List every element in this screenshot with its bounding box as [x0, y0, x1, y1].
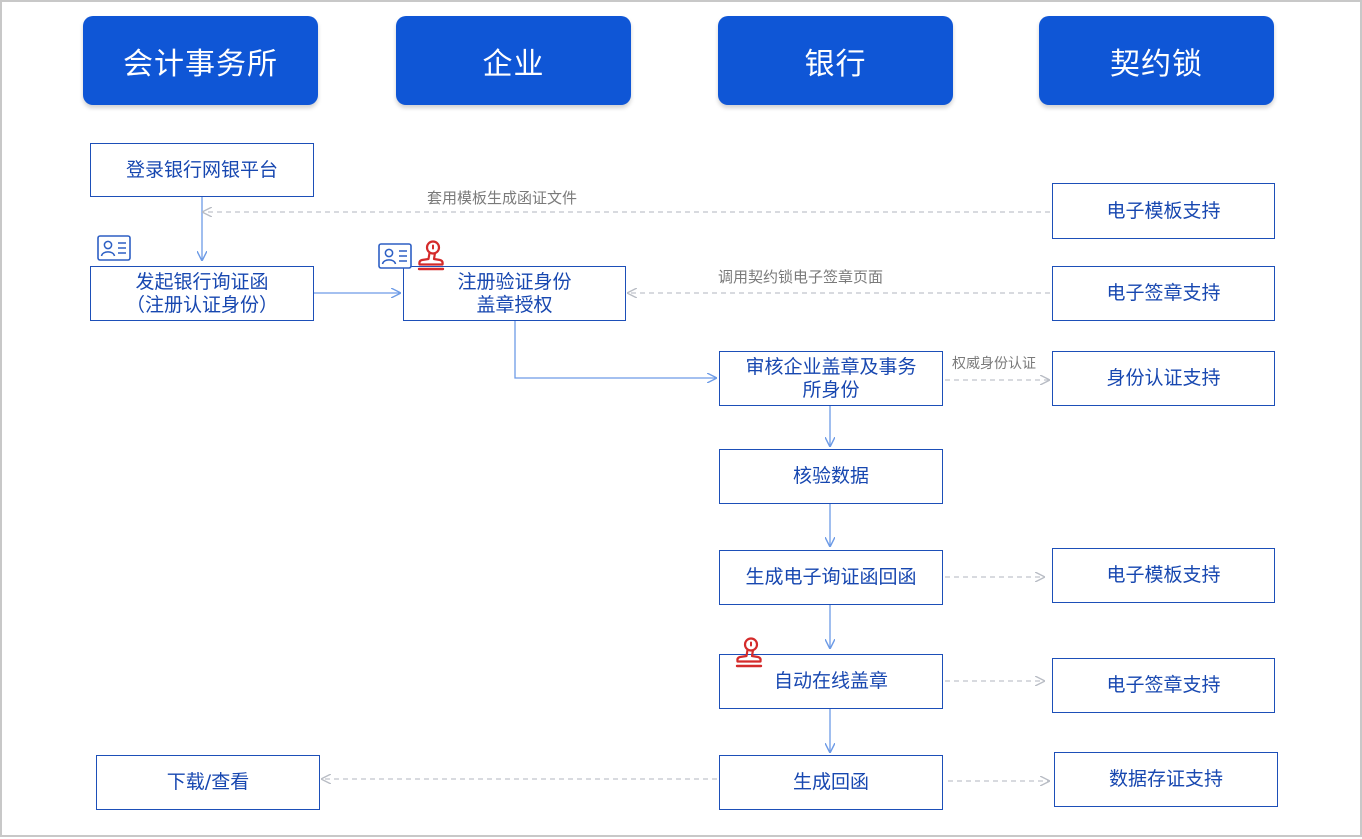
node-sign-support-1: 电子签章支持 [1052, 266, 1275, 321]
node-review-line2: 所身份 [802, 378, 860, 401]
node-auto-seal: 自动在线盖章 [719, 654, 943, 709]
node-auto-seal-label: 自动在线盖章 [773, 670, 888, 692]
lane-header-bank: 银行 [718, 16, 953, 105]
node-verify-label: 核验数据 [792, 465, 869, 487]
node-sign-support-2-label: 电子签章支持 [1106, 674, 1221, 696]
arrow-enterprise-to-review [514, 321, 716, 378]
node-bank-review: 审核企业盖章及事务 所身份 [719, 351, 943, 406]
edge-label-id-auth: 权威身份认证 [952, 356, 1036, 372]
stamp-icon [417, 240, 445, 271]
node-generate-reply-label: 生成电子询证函回函 [745, 566, 917, 588]
node-template-support-1: 电子模板支持 [1052, 183, 1275, 239]
node-template-support-2: 电子模板支持 [1052, 548, 1275, 603]
node-generate-reply: 生成电子询证函回函 [719, 550, 943, 605]
edge-label-template: 套用模板生成函证文件 [427, 189, 578, 207]
lane-header-qiyuesuo: 契约锁 [1039, 16, 1274, 105]
id-card-icon [378, 243, 412, 269]
node-generate-return: 生成回函 [719, 755, 943, 810]
node-enterprise-auth-seal: 注册验证身份 盖章授权 [403, 266, 626, 321]
node-evidence-support: 数据存证支持 [1054, 752, 1278, 807]
node-enterprise-line1: 注册验证身份 [457, 270, 572, 293]
node-template-support-1-label: 电子模板支持 [1106, 199, 1221, 222]
node-initiate-inquiry: 发起银行询证函 （注册认证身份） [90, 266, 314, 321]
lane-header-enterprise: 企业 [396, 16, 631, 105]
node-id-support: 身份认证支持 [1052, 351, 1275, 406]
node-login-label: 登录银行网银平台 [125, 158, 278, 181]
node-login-bank-platform: 登录银行网银平台 [90, 143, 314, 197]
stamp-icon [735, 637, 763, 668]
node-initiate-line2: （注册认证身份） [125, 293, 278, 316]
node-template-support-2-label: 电子模板支持 [1106, 564, 1221, 586]
node-sign-support-1-label: 电子签章支持 [1106, 282, 1221, 304]
node-download-view: 下载/查看 [96, 755, 320, 810]
node-initiate-line1: 发起银行询证函 [135, 270, 269, 293]
node-sign-support-2: 电子签章支持 [1052, 658, 1275, 713]
node-verify-data: 核验数据 [719, 449, 943, 504]
edge-label-sign-page: 调用契约锁电子签章页面 [718, 268, 884, 286]
node-enterprise-line2: 盖章授权 [476, 293, 553, 316]
node-download-label: 下载/查看 [166, 771, 250, 793]
id-card-icon [97, 235, 131, 261]
lane-header-accounting-firm: 会计事务所 [83, 16, 318, 105]
node-id-support-label: 身份认证支持 [1106, 367, 1221, 389]
node-review-line1: 审核企业盖章及事务 [745, 355, 917, 378]
node-generate-return-label: 生成回函 [792, 771, 869, 793]
node-evidence-support-label: 数据存证支持 [1108, 768, 1223, 790]
